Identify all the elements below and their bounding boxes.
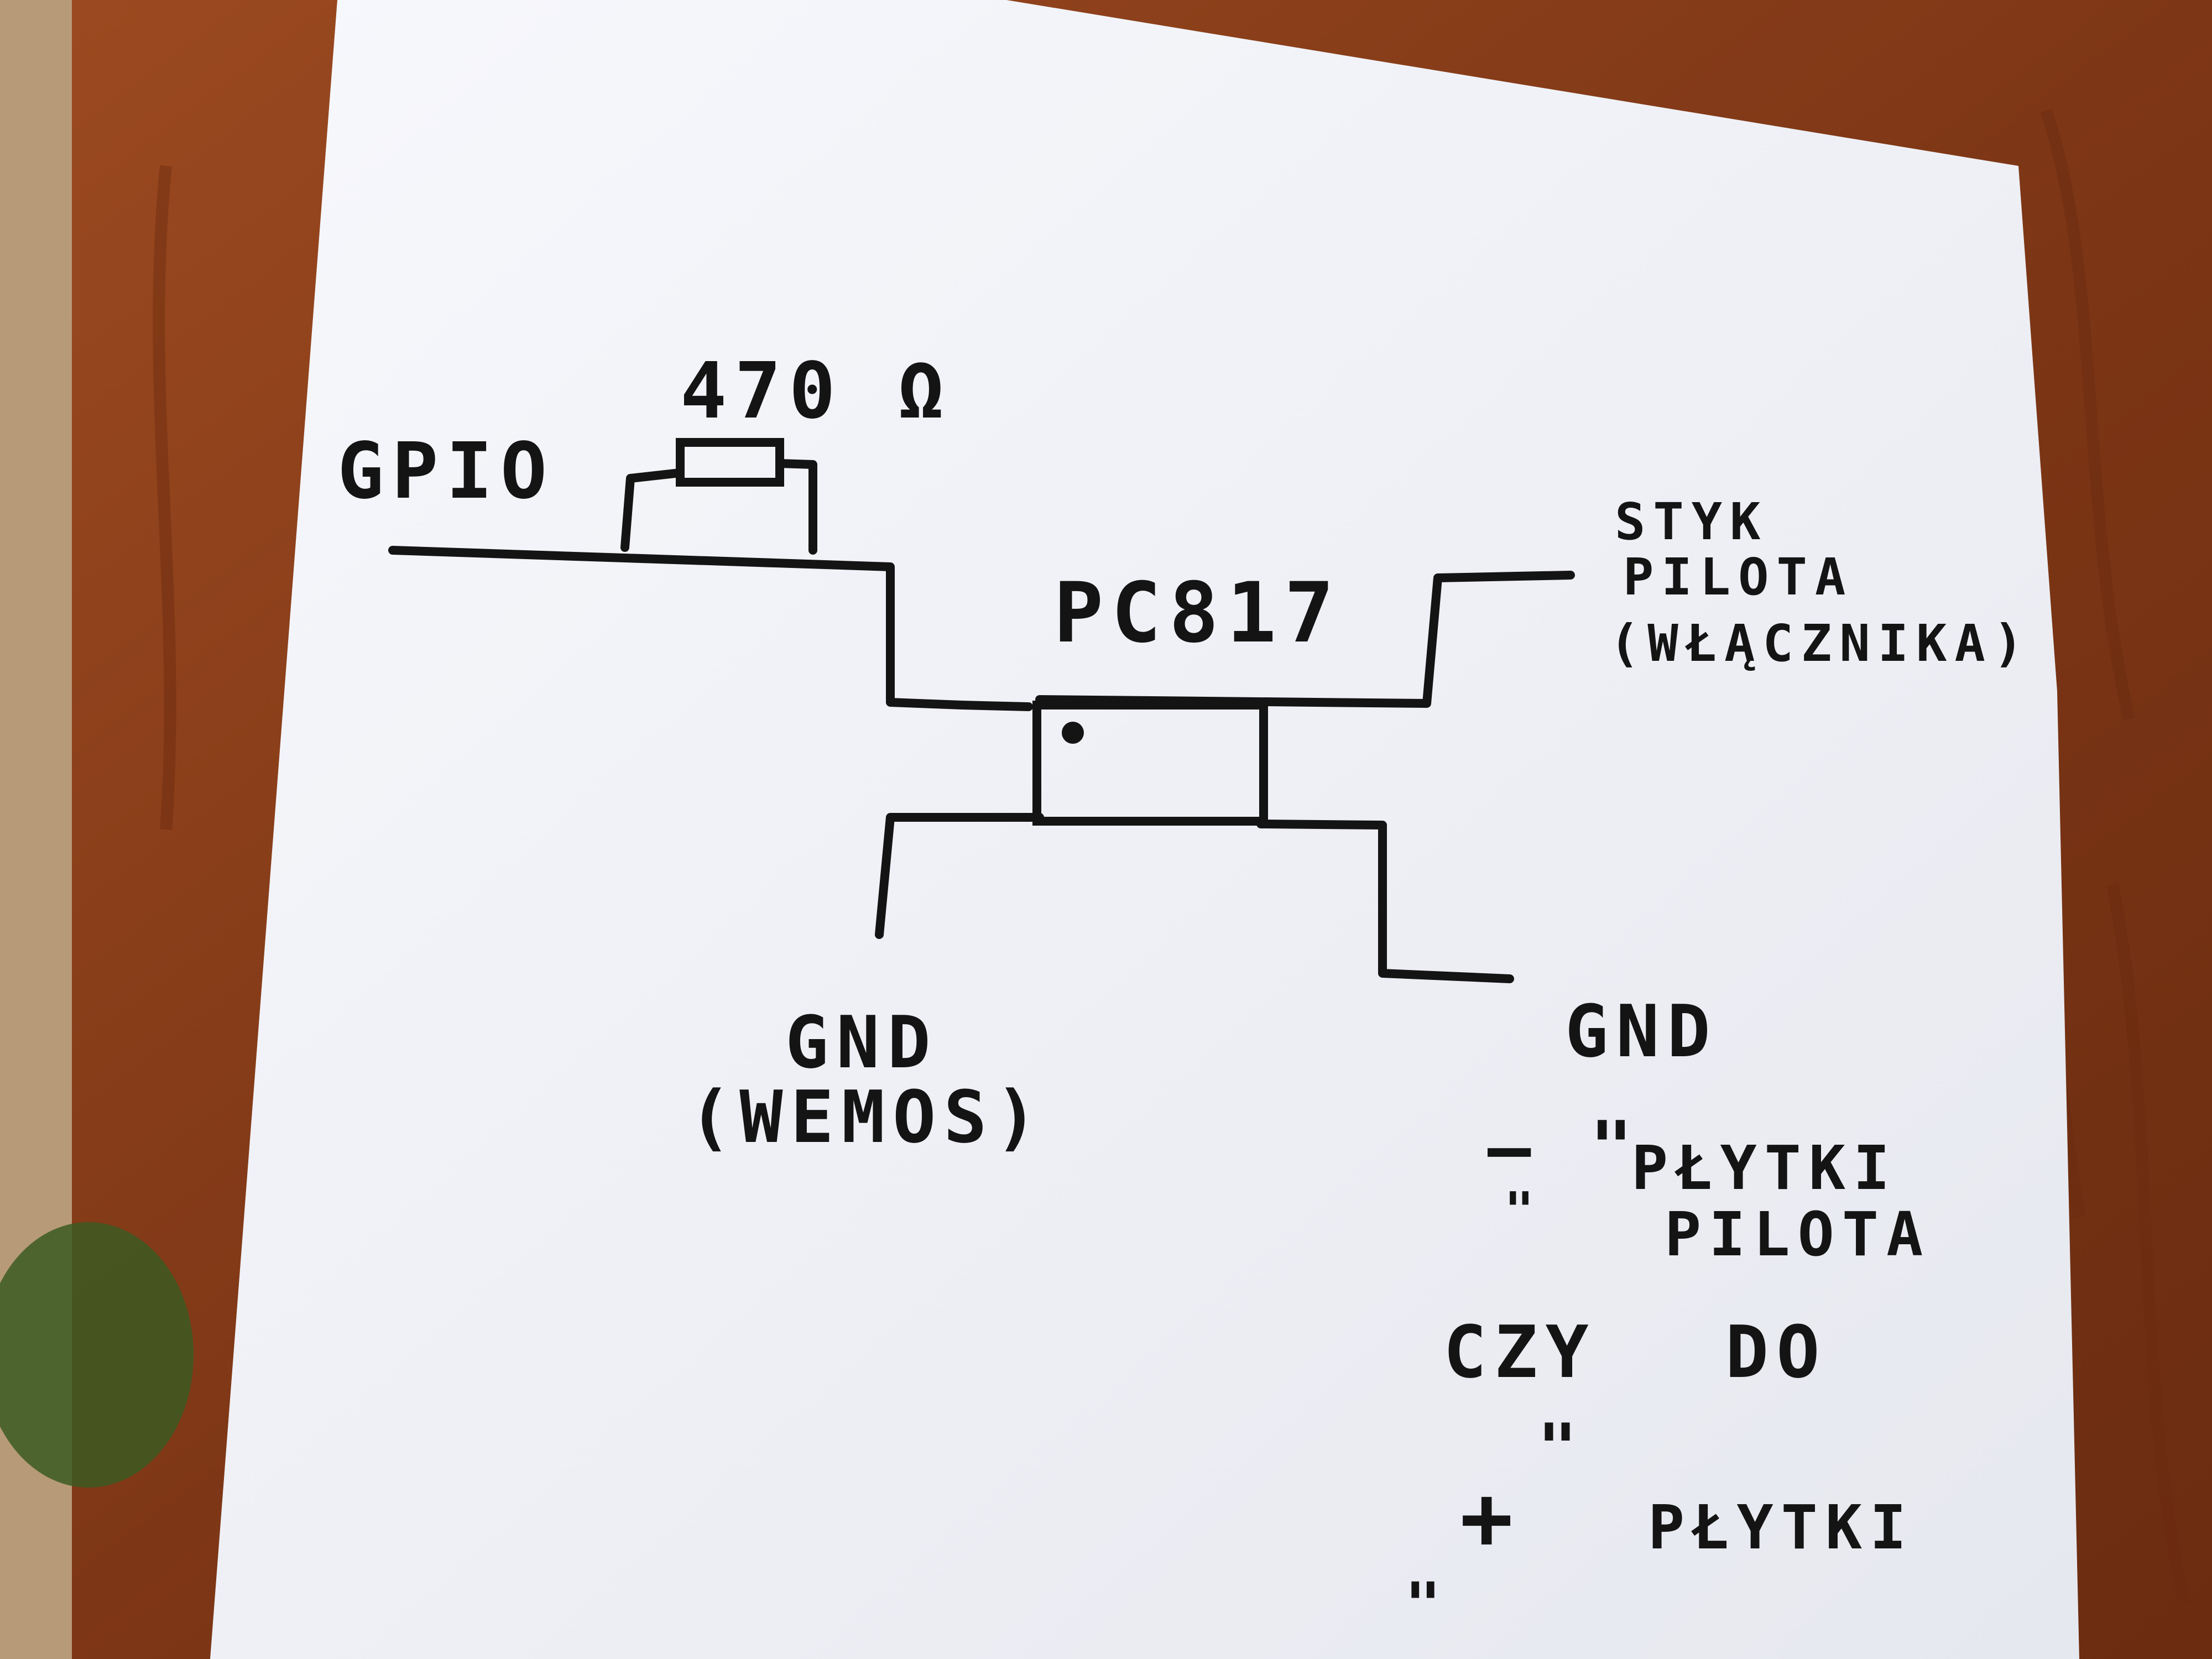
gnd-wemos-wire [875,813,1044,939]
gpio-label: GPIO [337,426,555,517]
paper-sheet [210,0,2079,1659]
resistor-symbol [676,438,784,487]
note-line2-text: PILOTA [1665,1199,1931,1270]
gnd-board-wire [1256,820,1514,983]
note-line2-mark: " [1504,1182,1542,1240]
resistor-bypass-wire [620,459,817,555]
gnd-wemos-label-line2: (WEMOS) [688,1075,1046,1159]
styk-label-line3: (WŁĄCZNIKA) [1609,614,2031,673]
gpio-wire [388,546,1033,711]
note-line1-text: PŁYTKI [1631,1133,1897,1203]
green-object [0,1222,194,1488]
note-line3-czy: CZY [1443,1310,1597,1394]
styk-label-line1: STYK [1615,492,1768,551]
resistor-value-label: 470 Ω [680,346,952,436]
gnd-board-label: GND [1565,989,1718,1073]
gnd-wemos-label-line1: GND [785,1000,938,1084]
pin1-dot [1062,722,1084,744]
styk-label-line2: PILOTA [1623,547,1853,607]
note-line1-mark: – " [1488,1105,1641,1190]
note-line4-mark: " [1537,1410,1585,1487]
note-line6-mark: " [1405,1569,1449,1640]
note-line5-mark: + [1460,1466,1521,1569]
note-line3-do: DO [1725,1310,1828,1394]
note-line5-text: PŁYTKI [1648,1492,1914,1563]
chip-label: PC817 [1053,565,1342,661]
